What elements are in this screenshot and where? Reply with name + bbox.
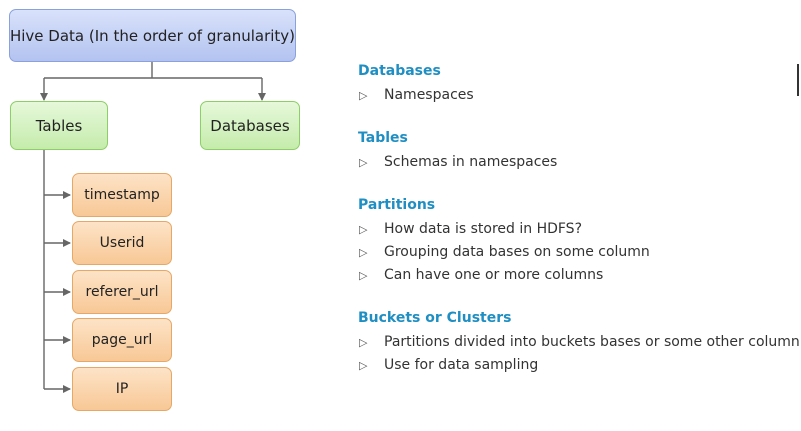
concepts-panel: Databases ▷ Namespaces Tables ▷ Schemas in… bbox=[358, 62, 800, 399]
list-item: ▷ Grouping data bases on some column bbox=[358, 241, 798, 264]
field-node-page-url: page_url bbox=[72, 318, 172, 362]
triangle-bullet-icon: ▷ bbox=[359, 223, 368, 236]
section-list: ▷ Partitions divided into buckets bases o… bbox=[358, 331, 800, 377]
triangle-bullet-icon: ▷ bbox=[359, 336, 368, 349]
section-title: Buckets or Clusters bbox=[358, 310, 512, 326]
field-node-timestamp: timestamp bbox=[72, 173, 172, 217]
list-item-text: Partitions divided into buckets bases or… bbox=[384, 334, 800, 350]
section-title: Tables bbox=[358, 130, 408, 146]
section-partitions: Partitions ▷ How data is stored in HDFS? … bbox=[358, 196, 798, 287]
list-item-text: Namespaces bbox=[384, 87, 474, 103]
list-item-text: Can have one or more columns bbox=[384, 267, 604, 283]
section-title: Partitions bbox=[358, 197, 436, 213]
list-item: ▷ Schemas in namespaces bbox=[358, 151, 798, 174]
section-list: ▷ How data is stored in HDFS? ▷ Grouping d… bbox=[358, 218, 798, 287]
list-item-text: Schemas in namespaces bbox=[384, 154, 558, 170]
list-item-text: How data is stored in HDFS? bbox=[384, 221, 583, 237]
section-databases: Databases ▷ Namespaces bbox=[358, 62, 798, 107]
node-databases: Databases bbox=[200, 101, 300, 150]
section-tables: Tables ▷ Schemas in namespaces bbox=[358, 129, 798, 174]
root-node-hive-data: Hive Data (In the order of granularity) bbox=[9, 9, 296, 62]
list-item: ▷ Can have one or more columns bbox=[358, 264, 798, 287]
list-item: ▷ Partitions divided into buckets bases o… bbox=[358, 331, 800, 354]
list-item: ▷ Namespaces bbox=[358, 84, 798, 107]
list-item-text: Use for data sampling bbox=[384, 357, 539, 373]
section-buckets: Buckets or Clusters ▷ Partitions divided … bbox=[358, 309, 800, 377]
section-list: ▷ Schemas in namespaces bbox=[358, 151, 798, 174]
field-node-referer-url: referer_url bbox=[72, 270, 172, 314]
triangle-bullet-icon: ▷ bbox=[359, 89, 368, 102]
triangle-bullet-icon: ▷ bbox=[359, 246, 368, 259]
list-item: ▷ Use for data sampling bbox=[358, 354, 798, 377]
triangle-bullet-icon: ▷ bbox=[359, 269, 368, 282]
list-item: ▷ How data is stored in HDFS? bbox=[358, 218, 798, 241]
section-list: ▷ Namespaces bbox=[358, 84, 798, 107]
triangle-bullet-icon: ▷ bbox=[359, 156, 368, 169]
field-node-userid: Userid bbox=[72, 221, 172, 265]
section-title: Databases bbox=[358, 63, 441, 79]
field-node-ip: IP bbox=[72, 367, 172, 411]
node-tables: Tables bbox=[10, 101, 108, 150]
triangle-bullet-icon: ▷ bbox=[359, 359, 368, 372]
list-item-text: Grouping data bases on some column bbox=[384, 244, 650, 260]
edge-divider bbox=[797, 64, 799, 96]
